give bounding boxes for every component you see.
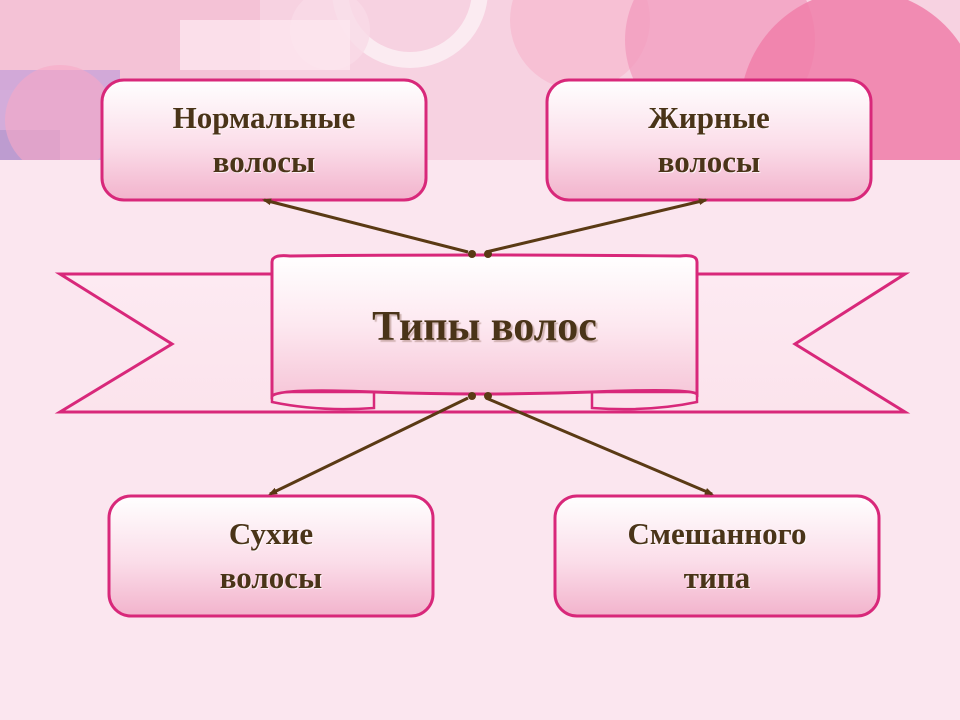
label-dry-hair-line1: Сухие (229, 512, 313, 556)
center-title-text: Типы волос (372, 302, 597, 352)
label-dry-hair-line2: волосы (220, 556, 322, 600)
label-oily-hair-line1: Жирные (648, 96, 770, 140)
label-oily-hair: Жирные волосы (547, 80, 871, 200)
label-dry-hair: Сухие волосы (109, 496, 433, 616)
label-mixed-hair: Смешанного типа (555, 496, 879, 616)
label-oily-hair-line2: волосы (658, 140, 760, 184)
label-normal-hair-line2: волосы (213, 140, 315, 184)
label-normal-hair-line1: Нормальные (173, 96, 356, 140)
label-mixed-hair-line1: Смешанного (628, 512, 807, 556)
label-mixed-hair-line2: типа (684, 556, 750, 600)
center-title: Типы волос (272, 262, 697, 392)
label-normal-hair: Нормальные волосы (102, 80, 426, 200)
